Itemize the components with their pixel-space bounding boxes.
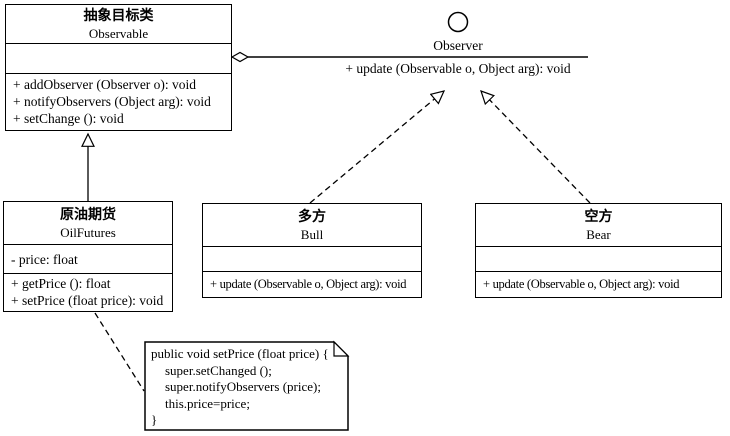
code-line: } [151, 412, 158, 428]
interface-observer-name: Observer [433, 38, 483, 53]
class-bull-attributes [203, 246, 421, 271]
class-observable-title-zh: 抽象目标类 [83, 8, 154, 24]
method-label: + update (Observable o, Object arg): voi… [483, 276, 680, 291]
code-line: super.setChanged (); [165, 362, 272, 378]
class-bull-methods: + update (Observable o, Object arg): voi… [203, 271, 421, 296]
method-label: + addObserver (Observer o): void [13, 77, 197, 92]
class-observable: 抽象目标类 Observable + addObserver (Observer… [5, 4, 232, 131]
class-bear-title-zh: 空方 [584, 209, 613, 225]
code-note: public void setPrice (float price) { sup… [151, 346, 343, 429]
note-anchor-line [94, 312, 145, 392]
class-observable-title-en: Observable [88, 25, 149, 41]
method-label: + setPrice (float price): void [11, 293, 164, 308]
class-bear-title-en: Bear [586, 226, 611, 242]
method-label: + update (Observable o, Object arg): voi… [210, 276, 407, 291]
class-oilfutures: 原油期货 OilFutures - price: float + getPric… [3, 201, 173, 312]
code-line: this.price=price; [165, 395, 250, 411]
method-label: + getPrice (): float [11, 276, 111, 291]
class-observable-attributes [6, 43, 231, 73]
code-line: public void setPrice (float price) { [151, 346, 329, 361]
class-bear-methods: + update (Observable o, Object arg): voi… [476, 271, 721, 296]
note-fold-icon [333, 340, 350, 357]
class-bull-title-zh: 多方 [298, 209, 326, 225]
class-oilfutures-title-zh: 原油期货 [60, 207, 116, 223]
class-bear-title: 空方 Bear [476, 204, 721, 246]
class-oilfutures-title-en: OilFutures [60, 224, 116, 240]
interface-observer-method: + update (Observable o, Object arg): voi… [345, 61, 571, 76]
class-oilfutures-title: 原油期货 OilFutures [4, 202, 172, 244]
class-observable-title: 抽象目标类 Observable [6, 5, 231, 43]
class-bull-title-en: Bull [300, 226, 324, 242]
method-label: + notifyObservers (Object arg): void [13, 94, 211, 109]
code-line: super.notifyObservers (price); [165, 379, 321, 395]
interface-lollipop-icon [447, 11, 469, 33]
realization-bear-observer [480, 90, 591, 204]
aggregation-diamond-icon [230, 51, 250, 63]
method-label: + setChange (): void [13, 111, 124, 126]
class-bull-title: 多方 Bull [203, 204, 421, 246]
class-oilfutures-methods: + getPrice (): float + setPrice (float p… [4, 273, 172, 310]
class-observable-methods: + addObserver (Observer o): void + notif… [6, 73, 231, 129]
class-bull: 多方 Bull + update (Observable o, Object a… [202, 203, 422, 298]
class-bear: 空方 Bear + update (Observable o, Object a… [475, 203, 722, 298]
class-bear-attributes [476, 246, 721, 271]
note-shape [144, 341, 349, 431]
class-oilfutures-attributes: - price: float [4, 244, 172, 273]
attribute-label: - price: float [11, 251, 78, 267]
realization-bull-observer [309, 90, 446, 204]
